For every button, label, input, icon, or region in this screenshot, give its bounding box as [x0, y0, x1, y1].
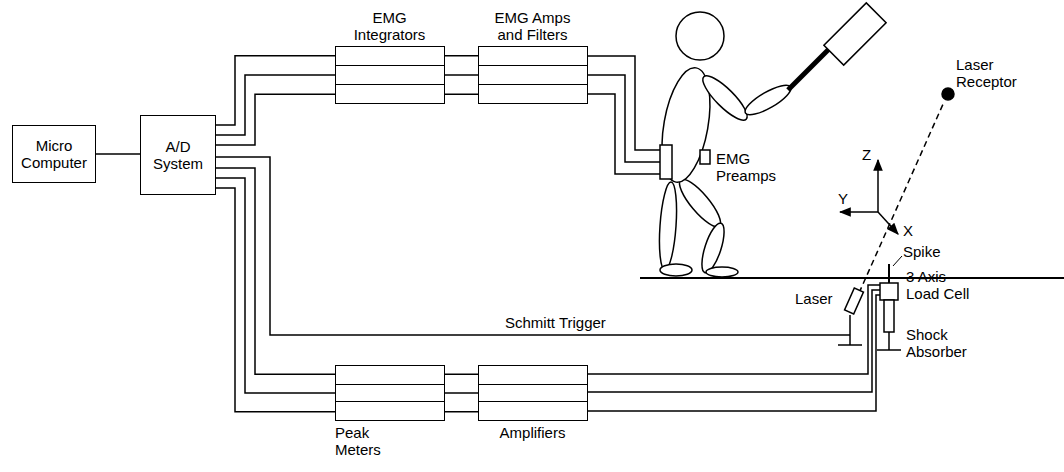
process-box: Peak Meters	[335, 365, 445, 421]
process-box: A/D System	[140, 115, 216, 195]
part-label: Z	[862, 146, 876, 163]
worker-figure	[654, 3, 886, 277]
signal-wire	[588, 94, 660, 174]
signal-wire	[588, 295, 880, 411]
signal-wire	[588, 290, 880, 392]
process-box: EMG Integrators	[335, 46, 445, 104]
channel-divider	[479, 401, 587, 402]
part-label: Laser	[795, 290, 840, 307]
box-label: Micro Computer	[17, 137, 91, 171]
connector	[445, 392, 478, 394]
process-box: Amplifiers	[478, 365, 588, 421]
box-label: Peak Meters	[335, 424, 397, 458]
part-label: Y	[838, 190, 852, 207]
axes	[840, 160, 898, 234]
channel-divider	[336, 65, 444, 66]
signal-wire	[445, 411, 478, 413]
signal-wire	[445, 55, 478, 57]
box-label: A/D System	[145, 138, 211, 172]
signal-wire	[216, 56, 335, 125]
channel-divider	[336, 401, 444, 402]
signal-wire	[588, 285, 880, 374]
channel-divider	[336, 84, 444, 85]
process-box: EMG Amps and Filters	[478, 46, 588, 104]
leader-line	[893, 256, 902, 266]
box-label: EMG Integrators	[344, 9, 436, 43]
signal-wire	[445, 374, 478, 376]
part-label: Schmitt Trigger	[505, 314, 645, 331]
part-label: X	[903, 222, 917, 239]
signal-wire	[216, 94, 335, 145]
signal-wire	[216, 188, 335, 412]
connector	[216, 178, 335, 393]
signal-wire	[216, 168, 335, 374]
load-cell	[880, 283, 898, 300]
shock-absorber	[877, 300, 901, 350]
signal-wire	[445, 94, 478, 96]
signal-wire	[588, 56, 660, 150]
box-label: EMG Amps and Filters	[487, 9, 579, 43]
laser-receptor	[942, 88, 954, 100]
connector	[216, 75, 335, 135]
channel-divider	[479, 65, 587, 66]
channel-divider	[479, 84, 587, 85]
process-box: Micro Computer	[12, 125, 96, 183]
part-label: Laser Receptor	[956, 56, 1031, 90]
part-label: Shock Absorber	[906, 326, 981, 360]
emg-preamp	[660, 145, 672, 179]
box-label: Amplifiers	[478, 424, 588, 441]
part-label: 3 Axis Load Cell	[906, 268, 981, 302]
part-label: Spike	[903, 243, 948, 260]
spike	[888, 264, 890, 283]
connector	[445, 74, 478, 76]
channel-divider	[336, 384, 444, 385]
emg-preamp	[700, 150, 710, 164]
laser	[838, 288, 863, 345]
floor	[640, 277, 1064, 279]
part-label: EMG Preamps	[716, 150, 791, 184]
connector	[96, 153, 140, 155]
channel-divider	[479, 384, 587, 385]
signal-wire	[588, 75, 660, 162]
